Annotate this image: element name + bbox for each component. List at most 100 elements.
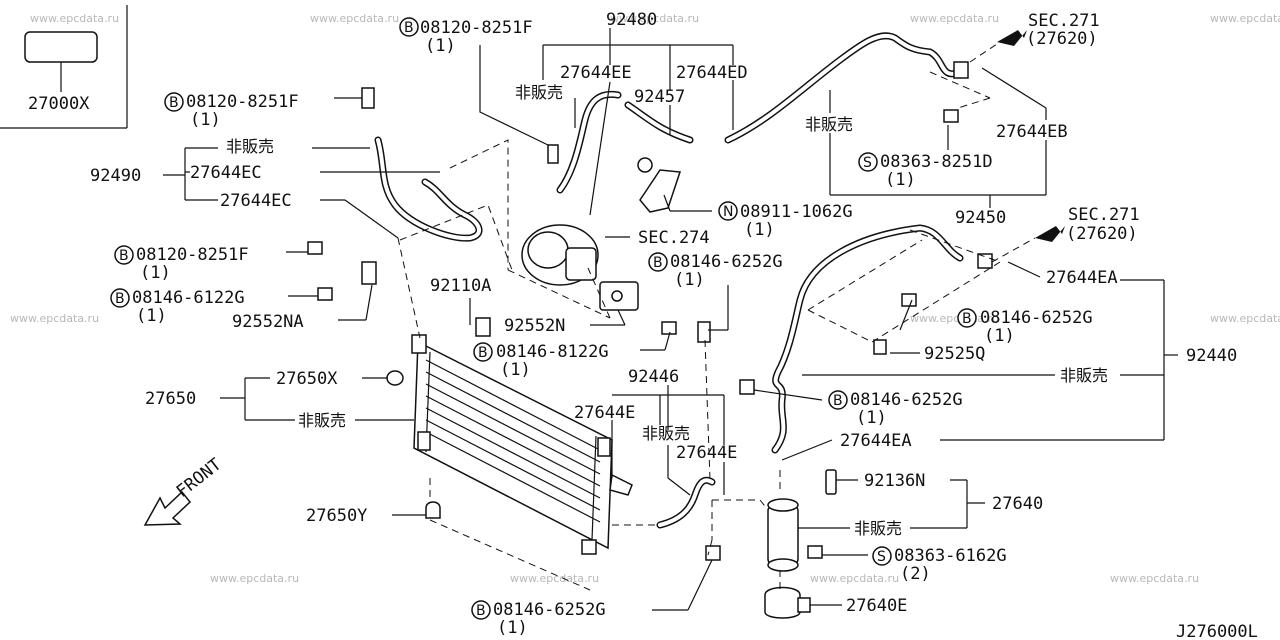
- screw-mark-icon: S: [863, 155, 872, 171]
- dashed-lines: [397, 41, 1036, 591]
- part-label-27644e-b: 27644E: [676, 443, 737, 463]
- part-label-27644ea-a: 27644EA: [1046, 268, 1118, 288]
- part-label-s1-qty: (1): [885, 170, 916, 190]
- front-arrow-icon: FRONT: [143, 455, 226, 526]
- part-label-92480: 92480: [606, 10, 657, 30]
- part-label-b4-qty: (1): [674, 270, 705, 290]
- part-label-27000x: 27000X: [28, 94, 90, 114]
- part-label-27650y: 27650Y: [306, 506, 367, 526]
- part-label-27644ed: 27644ED: [676, 63, 748, 83]
- part-label-s1: 08363-8251D: [880, 152, 993, 172]
- section-ref-271-lower-code: (27620): [1066, 224, 1138, 244]
- part-label-92136n: 92136N: [864, 471, 925, 491]
- watermark: www.epcdata.ru: [310, 12, 399, 25]
- pipe-92446: [656, 476, 716, 529]
- watermark: www.epcdata.ru: [1210, 312, 1280, 325]
- mount-27650y: [425, 501, 441, 519]
- part-label-27644ee: 27644EE: [560, 63, 632, 83]
- bolt-mark-icon: B: [476, 603, 486, 619]
- part-label-b7-qty: (1): [500, 360, 531, 380]
- watermark-layer: www.epcdata.ru www.epcdata.ru www.epcdat…: [10, 12, 1280, 585]
- part-label-b1-qty: (1): [425, 36, 456, 56]
- section-ref-271-lower: SEC.271: [1068, 205, 1140, 225]
- part-label-92450: 92450: [955, 208, 1006, 228]
- watermark: www.epcdata.ru: [10, 312, 99, 325]
- part-label-b9: 08146-6252G: [493, 600, 606, 620]
- part-label-27644ec-b: 27644EC: [220, 191, 292, 211]
- part-label-27644ea-b: 27644EA: [840, 431, 912, 451]
- inset-27000x: 27000X: [0, 5, 128, 129]
- sec-arrow-lower: [1035, 226, 1065, 242]
- not-for-sale-label: 非販売: [854, 519, 902, 538]
- leader-lines: [163, 28, 1178, 611]
- part-label-b8: 08146-6252G: [850, 390, 963, 410]
- part-label-27644e-a: 27644E: [574, 403, 635, 423]
- bolt-mark-icon: B: [169, 95, 179, 111]
- not-for-sale-label: 非販売: [298, 411, 346, 430]
- condenser-27650: [411, 334, 633, 555]
- bolt-mark-icon: B: [478, 345, 488, 361]
- part-label-92552na: 92552NA: [232, 312, 304, 332]
- part-label-s2-qty: (2): [900, 564, 931, 584]
- part-label-b6: 08146-6252G: [980, 308, 1093, 328]
- watermark: www.epcdata.ru: [210, 572, 299, 585]
- bolt-mark-icon: B: [653, 255, 663, 271]
- watermark: www.epcdata.ru: [910, 12, 999, 25]
- part-label-92440: 92440: [1186, 346, 1237, 366]
- bolt-mark-icon: B: [404, 20, 414, 36]
- receiver-drier-27640: [764, 498, 811, 619]
- part-label-n1: 08911-1062G: [740, 202, 853, 222]
- part-label-b5-qty: (1): [136, 306, 167, 326]
- part-label-b8-qty: (1): [856, 408, 887, 428]
- watermark: www.epcdata.ru: [1110, 572, 1199, 585]
- bolt-mark-icon: B: [962, 311, 972, 327]
- part-label-27644eb: 27644EB: [996, 122, 1068, 142]
- part-label-b3-qty: (1): [140, 263, 171, 283]
- part-label-b7: 08146-8122G: [496, 342, 609, 362]
- part-label-92552n: 92552N: [504, 316, 565, 336]
- section-ref-271-upper: SEC.271: [1028, 11, 1100, 31]
- part-label-b2-qty: (1): [190, 110, 221, 130]
- bolt-mark-icon: B: [119, 248, 129, 264]
- bracket-92457: [637, 157, 682, 213]
- not-for-sale-label: 非販売: [642, 424, 690, 443]
- switch-92136n: [825, 469, 837, 495]
- part-label-b6-qty: (1): [984, 326, 1015, 346]
- part-label-92490: 92490: [90, 166, 141, 186]
- part-label-b2: 08120-8251F: [186, 92, 299, 112]
- section-ref-271-upper-code: (27620): [1026, 29, 1098, 49]
- not-for-sale-label: 非販売: [515, 83, 563, 102]
- part-label-27650x: 27650X: [276, 369, 338, 389]
- part-label-27650: 27650: [145, 389, 196, 409]
- part-label-27644ec-a: 27644EC: [190, 163, 262, 183]
- part-label-92525q: 92525Q: [924, 344, 985, 364]
- diagram-code: J276000L: [1176, 622, 1258, 640]
- part-label-s2: 08363-6162G: [894, 546, 1007, 566]
- mount-27650x: [386, 370, 404, 386]
- part-label-b3: 08120-8251F: [136, 245, 249, 265]
- screw-mark-icon: S: [877, 549, 886, 565]
- part-label-b5: 08146-6122G: [132, 288, 245, 308]
- watermark: www.epcdata.ru: [30, 12, 119, 25]
- part-label-b4: 08146-6252G: [670, 252, 783, 272]
- bolt-mark-icon: B: [833, 393, 843, 409]
- front-label: FRONT: [173, 455, 226, 502]
- part-label-92457: 92457: [634, 87, 685, 107]
- sec-arrow-upper: [997, 30, 1027, 46]
- bolt-set: [307, 61, 993, 561]
- circle-marks: B B S N B B B B B B S B: [110, 17, 977, 620]
- pipe-92490: [374, 136, 483, 242]
- section-ref-274: SEC.274: [638, 228, 710, 248]
- part-label-27640: 27640: [992, 494, 1043, 514]
- part-label-27640e: 27640E: [846, 596, 907, 616]
- part-labels: 08120-8251F (1) 92480 27644EE 27644ED 非販…: [90, 10, 1258, 640]
- bolt-mark-icon: B: [115, 291, 125, 307]
- compressor-sec274: [521, 224, 639, 311]
- part-label-b1: 08120-8251F: [420, 18, 533, 38]
- part-label-92446: 92446: [628, 367, 679, 387]
- not-for-sale-label: 非販売: [226, 137, 274, 156]
- part-label-b9-qty: (1): [497, 618, 528, 638]
- watermark: www.epcdata.ru: [510, 572, 599, 585]
- pipe-upper-right: [724, 32, 964, 144]
